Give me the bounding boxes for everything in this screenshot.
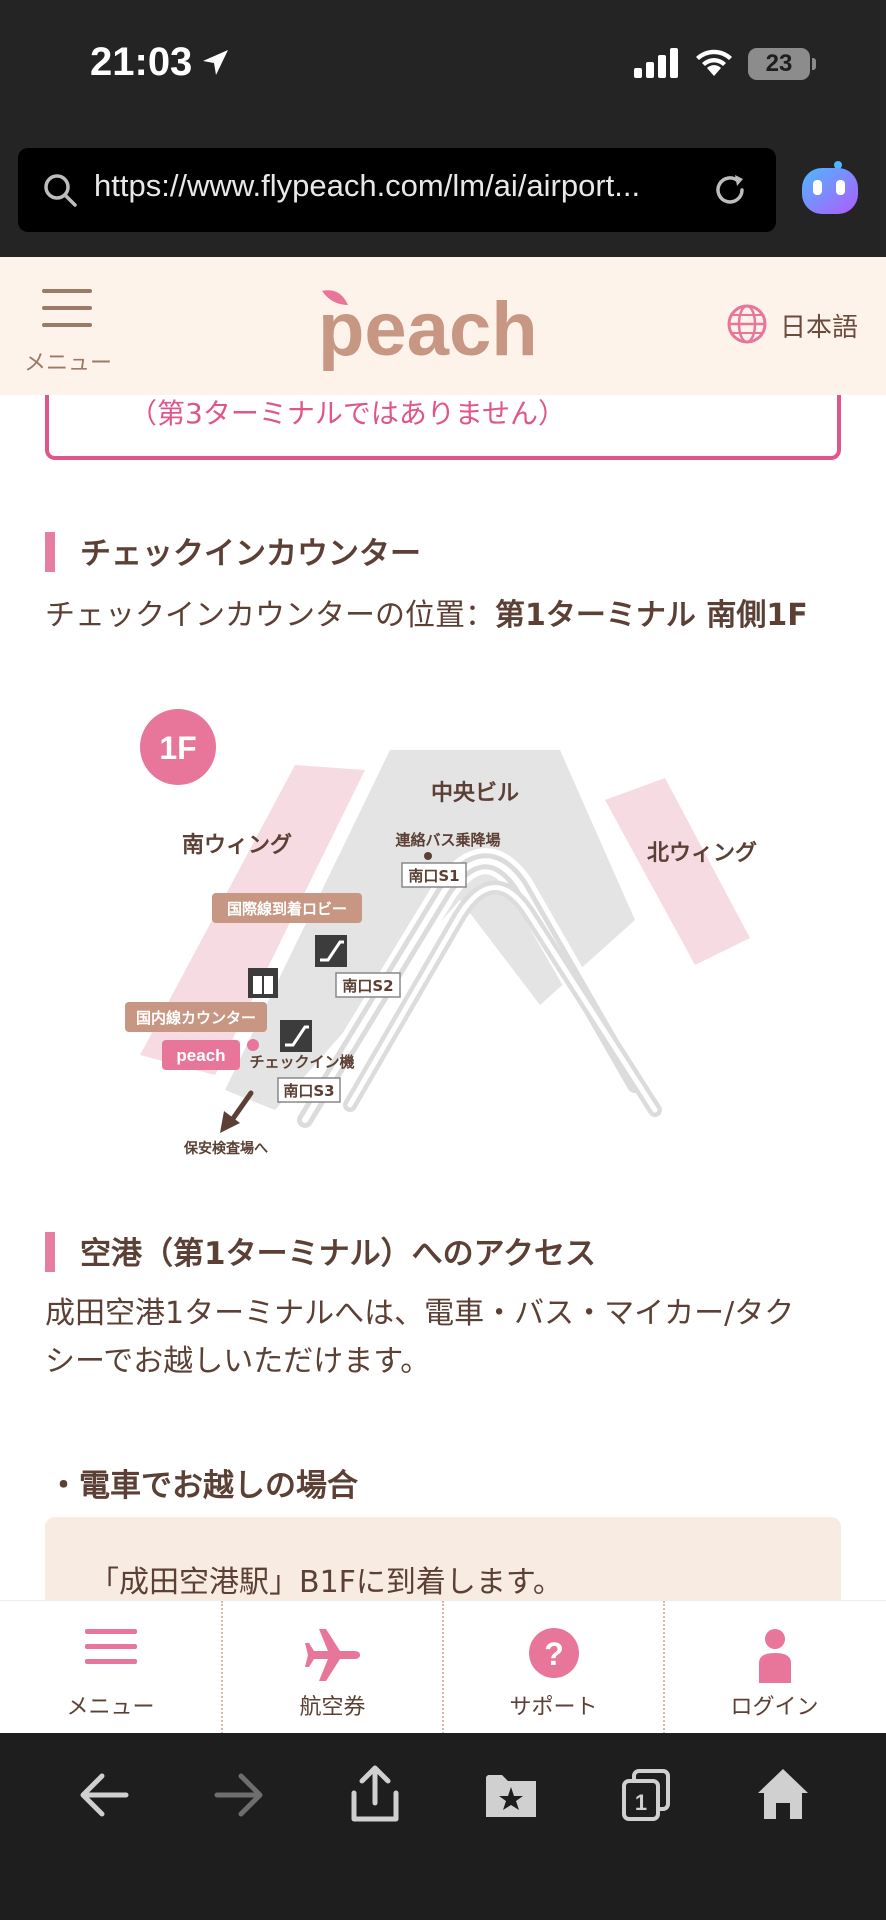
search-icon — [44, 174, 77, 207]
s2-label: 南口S2 — [342, 977, 393, 995]
security-arrow — [229, 1090, 254, 1123]
access-line-2: シーでお越しいただけます。 — [45, 1344, 431, 1379]
tab-menu-label: メニュー — [66, 1695, 155, 1720]
cellular-signal-icon — [634, 48, 678, 78]
checkin-machine-marker — [247, 1039, 259, 1051]
checkin-machine-label: チェックイン機 — [249, 1053, 354, 1071]
url-text[interactable]: https://www.flypeach.com/lm/ai/airport..… — [94, 168, 641, 203]
svg-text:1: 1 — [635, 1790, 647, 1815]
tab-login[interactable]: ログイン — [663, 1601, 884, 1734]
menu-icon[interactable] — [42, 289, 92, 340]
bookmarks-icon[interactable] — [484, 1765, 538, 1825]
checkin-location: チェックインカウンターの位置：第1ターミナル 南側1F — [45, 592, 808, 640]
intl-arrival-label: 国際線到着ロビー — [227, 900, 347, 918]
access-heading: 空港（第1ターミナル）へのアクセス — [45, 1228, 596, 1273]
bottom-tab-bar: メニュー 航空券 ? サポート ログイン — [0, 1600, 886, 1734]
language-selector[interactable]: 日本語 — [780, 313, 859, 343]
s3-label: 南口S3 — [283, 1082, 334, 1100]
user-icon — [758, 1629, 791, 1683]
browser-toolbar: 1 — [0, 1733, 886, 1920]
s3-box — [277, 1077, 341, 1103]
svg-text:?: ? — [544, 1636, 564, 1672]
checkin-location-value: 第1ターミナル 南側1F — [495, 598, 808, 633]
peach-badge — [162, 1040, 240, 1070]
help-icon: ? — [528, 1628, 579, 1678]
tabs-icon[interactable]: 1 — [620, 1765, 672, 1825]
browser-address-row: https://www.flypeach.com/lm/ai/airport..… — [0, 130, 886, 257]
s1-box — [401, 862, 467, 888]
domestic-counter-label: 国内線カウンター — [136, 1009, 256, 1027]
checkin-location-label: チェックインカウンターの位置： — [45, 598, 495, 633]
assistant-bot-icon[interactable] — [800, 160, 860, 216]
reload-icon[interactable] — [710, 170, 750, 210]
peach-logo[interactable]: peach — [318, 285, 568, 375]
checkin-heading: チェックインカウンター — [45, 528, 421, 573]
tab-tickets-label: 航空券 — [299, 1695, 366, 1720]
intl-arrival-tag — [212, 893, 362, 923]
location-arrow-icon — [203, 50, 228, 75]
escalator-icon — [315, 935, 347, 967]
wifi-icon — [696, 49, 732, 76]
tab-login-label: ログイン — [730, 1695, 819, 1720]
svg-text:peach: peach — [318, 287, 538, 372]
floor-label: 1F — [159, 730, 196, 766]
escalator-icon-2 — [280, 1020, 312, 1052]
north-wing-area — [605, 778, 750, 965]
central-building-label: 中央ビル — [431, 780, 519, 806]
battery-tip — [812, 58, 816, 70]
train-note-text: 「成田空港駅」B1Fに到着します。 — [89, 1565, 563, 1600]
address-bar[interactable]: https://www.flypeach.com/lm/ai/airport..… — [18, 148, 776, 232]
home-icon[interactable] — [756, 1765, 810, 1825]
peach-badge-label: peach — [176, 1046, 225, 1065]
train-heading: ・電車でお越しの場合 — [48, 1468, 358, 1504]
menu-label[interactable]: メニュー — [24, 351, 113, 376]
domestic-counter-tag — [125, 1002, 267, 1032]
north-wing-label: 北ウィング — [647, 840, 757, 866]
share-icon[interactable] — [350, 1765, 400, 1825]
access-line-1: 成田空港1ターミナルへは、電車・バス・マイカー/タク — [45, 1296, 795, 1331]
airplane-icon — [304, 1629, 360, 1681]
globe-icon[interactable] — [726, 303, 768, 345]
floor-badge — [140, 709, 216, 785]
forward-arrow-icon[interactable] — [213, 1765, 265, 1825]
south-wing-label: 南ウィング — [182, 832, 292, 858]
back-arrow-icon[interactable] — [78, 1765, 130, 1825]
tab-support-label: サポート — [509, 1695, 598, 1720]
s1-label: 南口S1 — [408, 867, 459, 885]
bus-stop-marker — [424, 852, 432, 860]
site-header: メニュー peach 日本語 — [0, 257, 886, 395]
terminal-notice-text: （第3ターミナルではありません） — [129, 397, 566, 430]
tab-menu[interactable]: メニュー — [0, 1601, 221, 1734]
bus-stop-label: 連絡バス乗降場 — [395, 831, 500, 849]
tab-support[interactable]: ? サポート — [442, 1601, 663, 1734]
tab-tickets[interactable]: 航空券 — [221, 1601, 442, 1734]
status-time: 21:03 — [90, 40, 193, 84]
battery-indicator: 23 — [748, 48, 810, 80]
s2-box — [335, 972, 401, 998]
terminal-map: 1F 中央ビル 南ウィング 北ウィング 連絡バス乗降場 南口S1 国際線到着ロビ… — [125, 709, 757, 1157]
status-bar: 21:03 23 — [0, 0, 886, 130]
elevator-icon — [248, 968, 278, 998]
security-label: 保安検査場へ — [183, 1140, 268, 1157]
menu-icon — [84, 1629, 137, 1664]
